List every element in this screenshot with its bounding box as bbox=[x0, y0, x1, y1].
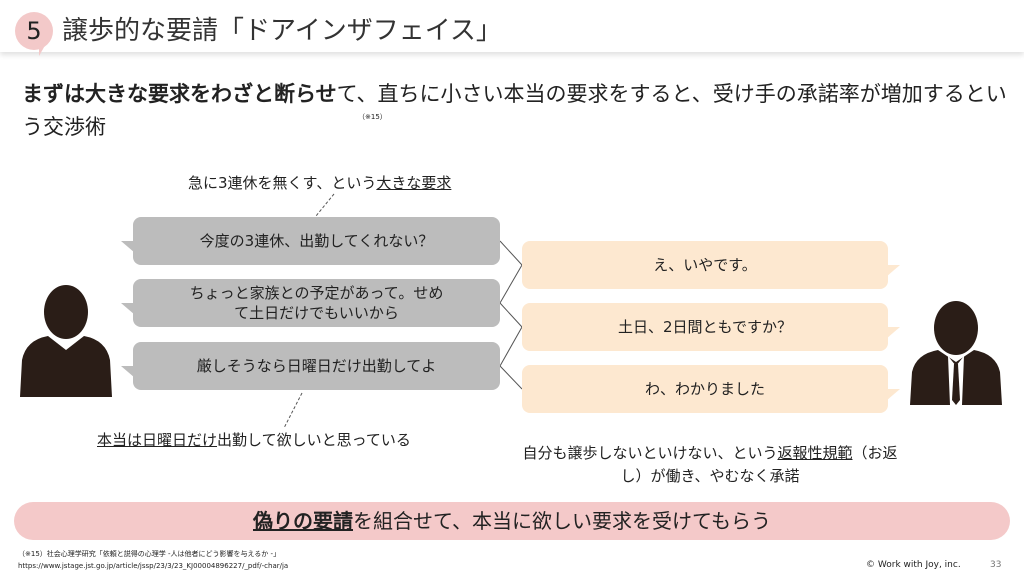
reference-line1: （※15）社会心理学研究「依頼と説得の心理学 -人は他者にどう影響を与えるか -… bbox=[18, 550, 281, 558]
header-bar bbox=[0, 0, 1024, 52]
annotation-bottom-right: 自分も譲歩しないといけない、という返報性規範（お返し）が働き、やむなく承諾 bbox=[520, 442, 900, 488]
annotation-bottom-left: 本当は日曜日だけ出勤して欲しいと思っている bbox=[97, 429, 411, 450]
annotation-top-prefix: 急に3連休を無くす、という bbox=[188, 174, 377, 192]
annotation-bl-underlined: 本当は日曜日だけ bbox=[97, 431, 218, 449]
person-right-icon bbox=[910, 301, 1002, 405]
annotation-top: 急に3連休を無くす、という大きな要求 bbox=[188, 172, 451, 193]
annotation-top-underlined: 大きな要求 bbox=[376, 174, 452, 192]
lead-text: まずは大きな要求をわざと断らせて、直ちに小さい本当の要求をすると、受け手の承諾率… bbox=[22, 78, 1012, 144]
lead-bold: まずは大きな要求をわざと断らせ bbox=[22, 82, 337, 106]
page-number: 33 bbox=[990, 560, 1002, 570]
lead-rest: て、直ちに小さい本当の要求をすると、受け手の承諾率が増加するという交渉術 bbox=[22, 82, 1007, 139]
section-number-badge: 5 bbox=[15, 12, 53, 56]
page-title: 譲歩的な要請「ドアインザフェイス」 bbox=[62, 16, 502, 46]
annotation-bl-suffix: 出勤して欲しいと思っている bbox=[217, 431, 411, 449]
right-bubble-3: わ、わかりました bbox=[522, 365, 900, 413]
dashed-line-top bbox=[315, 193, 335, 217]
right-bubble-1: え、いやです。 bbox=[522, 241, 900, 289]
reference: （※15）社会心理学研究「依頼と説得の心理学 -人は他者にどう影響を与えるか -… bbox=[18, 548, 288, 572]
annotation-br-suffix: （お返し）が働き、やむなく承諾 bbox=[620, 444, 898, 485]
right-bubble-2: 土日、2日間ともですか？ bbox=[522, 303, 900, 351]
reference-url: https://www.jstage.jst.go.jp/article/jss… bbox=[18, 562, 289, 570]
summary-banner: 偽りの要請を組合せて、本当に欲しい要求を受けてもらう bbox=[14, 502, 1010, 540]
footnote-ref: （※15） bbox=[358, 113, 387, 121]
summary-rest: を組合せて、本当に欲しい要求を受けてもらう bbox=[353, 509, 771, 533]
left-bubble-2: ちょっと家族との予定があって。せめて土日だけでもいいから bbox=[121, 279, 500, 327]
copyright: © Work with Joy, inc. bbox=[866, 560, 961, 570]
dashed-line-bottom bbox=[283, 392, 303, 429]
person-left-icon bbox=[20, 285, 112, 397]
summary-underlined: 偽りの要請 bbox=[253, 509, 353, 533]
left-bubble-3: 厳しそうなら日曜日だけ出勤してよ bbox=[121, 342, 500, 390]
left-bubble-1: 今度の3連休、出勤してくれない？ bbox=[121, 217, 500, 265]
connector-lines bbox=[499, 240, 523, 390]
annotation-br-prefix: 自分も譲歩しないといけない、という bbox=[522, 444, 778, 462]
annotation-br-underlined: 返報性規範 bbox=[777, 444, 853, 462]
